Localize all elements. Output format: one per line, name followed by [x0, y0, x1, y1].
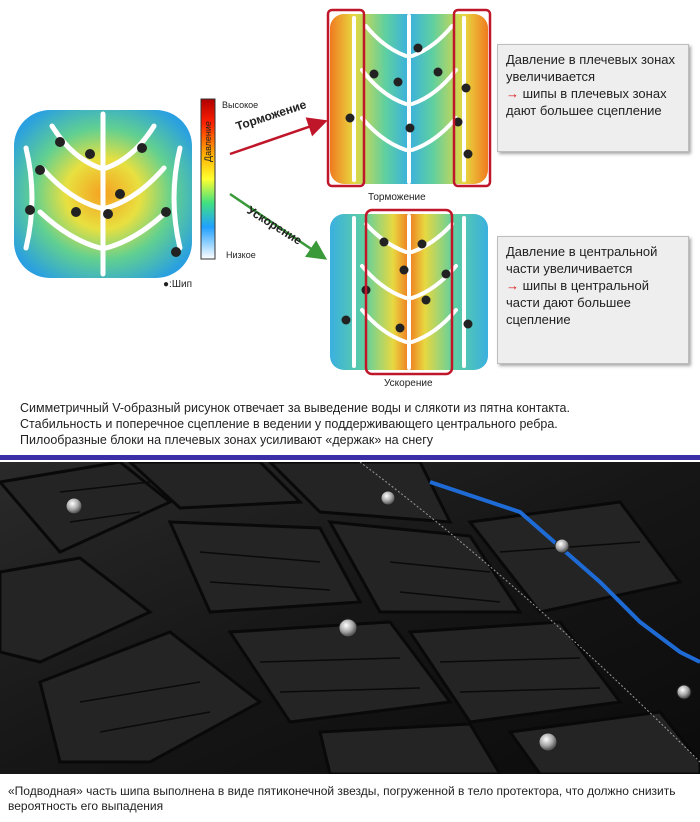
acceleration-note-line2: шипы в центральной части дают большее сц…	[506, 278, 649, 327]
stud-dot	[399, 265, 409, 275]
arrow-right-icon: →	[506, 278, 519, 293]
blue-accent-line	[429, 480, 700, 664]
stud-dot	[463, 319, 473, 329]
acceleration-note-line1: Давление в центральной части увеличивает…	[506, 244, 658, 276]
shoulder-highlight-left	[326, 8, 366, 188]
braking-arrow	[229, 117, 328, 156]
stud-dot	[413, 43, 423, 53]
scale-low-label: Низкое	[226, 250, 256, 260]
stud-dot	[393, 77, 403, 87]
stud-dot	[341, 315, 351, 325]
stud-dot	[345, 113, 355, 123]
scale-high-label: Высокое	[222, 100, 259, 110]
top-caption-line1: Симметричный V-образный рисунок отвечает…	[20, 401, 570, 415]
top-caption: Симметричный V-образный рисунок отвечает…	[20, 400, 680, 448]
stud-dot	[171, 247, 181, 257]
braking-note-line1: Давление в плечевых зонах увеличивается	[506, 52, 675, 84]
tire-footprint-braking	[326, 8, 492, 188]
direction-arrows	[229, 117, 328, 260]
stud-dot	[35, 165, 45, 175]
stud-dot	[161, 207, 171, 217]
braking-note-line2: шипы в плечевых зонах дают большее сцепл…	[506, 86, 667, 118]
tire-tread-photo	[0, 462, 700, 774]
stud	[554, 538, 570, 554]
stud-dot	[137, 143, 147, 153]
stud-dot	[103, 209, 113, 219]
tire-footprint-acceleration	[330, 208, 488, 376]
stud	[338, 618, 358, 638]
arrow-right-icon: →	[506, 86, 519, 101]
stud-dot	[115, 189, 125, 199]
stud-dot	[369, 69, 379, 79]
stud-dot	[463, 149, 473, 159]
shoulder-highlight-right	[452, 8, 492, 188]
stud	[65, 497, 83, 515]
stud-dot	[71, 207, 81, 217]
braking-print-caption: Торможение	[368, 192, 426, 203]
pressure-scale-bar	[200, 98, 216, 260]
stud-dot	[417, 239, 427, 249]
top-caption-line2: Стабильность и поперечное сцепление в ве…	[20, 417, 558, 431]
stud-dot	[433, 67, 443, 77]
stud-dot	[405, 123, 415, 133]
stud-dot	[379, 237, 389, 247]
stud-legend: ●:Шип	[163, 279, 192, 290]
stud-dot	[453, 117, 463, 127]
acceleration-arrow	[229, 192, 328, 260]
stud-dot	[55, 137, 65, 147]
stud-dot	[25, 205, 35, 215]
scale-pressure-label: Давление	[203, 121, 213, 162]
braking-note: Давление в плечевых зонах увеличивается …	[497, 44, 689, 152]
stud-dot	[421, 295, 431, 305]
stud-dot	[395, 323, 405, 333]
bottom-caption: «Подводная» часть шипа выполнена в виде …	[8, 784, 676, 813]
stud-dot	[441, 269, 451, 279]
stud	[538, 732, 558, 752]
top-caption-line3: Пилообразные блоки на плечевых зонах уси…	[20, 433, 434, 447]
acceleration-note: Давление в центральной части увеличивает…	[497, 236, 689, 364]
stud	[676, 684, 692, 700]
acceleration-print-caption: Ускорение	[384, 378, 433, 389]
tire-footprint-main	[14, 110, 192, 278]
stud-dot	[461, 83, 471, 93]
section-divider	[0, 455, 700, 460]
stud	[380, 490, 396, 506]
center-highlight	[364, 208, 454, 376]
stud-dot	[85, 149, 95, 159]
